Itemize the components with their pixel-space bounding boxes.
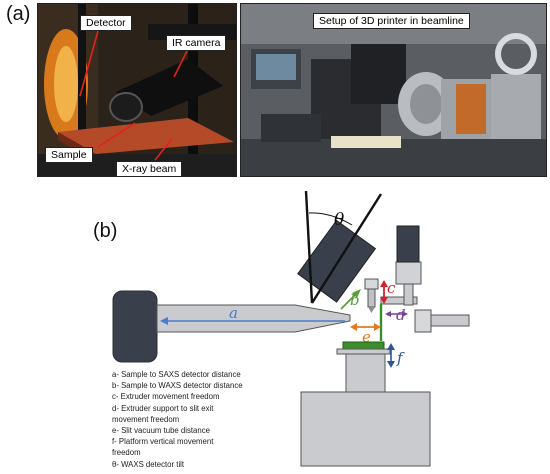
distance-b-arrowhead: [352, 289, 361, 298]
slit-vacuum-tube: [430, 314, 470, 327]
waxs-tilt-line: [310, 193, 383, 304]
distance-c-arrowhead-down: [380, 297, 388, 304]
distance-a-arrowhead: [160, 317, 168, 325]
panel-b-label: (b): [93, 220, 118, 242]
distance-c-arrowhead-up: [380, 280, 388, 287]
platform-plate: [336, 348, 391, 355]
callout-xray-beam: X-ray beam: [116, 161, 183, 176]
symbol-f: f: [396, 349, 405, 367]
distance-e-arrowhead-right: [374, 323, 381, 331]
beamline-caption: Setup of 3D printer in beamline: [313, 13, 470, 29]
legend: a- Sample to SAXS detector distance b- S…: [112, 369, 243, 470]
legend-item-f: f- Platform vertical movement: [112, 437, 214, 447]
platform-stage: [345, 353, 386, 393]
callout-sample: Sample: [45, 147, 93, 163]
symbol-d: d: [396, 306, 406, 324]
callout-detector: Detector: [80, 15, 132, 31]
flight-tube: [156, 304, 351, 333]
symbol-b: b: [350, 291, 360, 309]
symbol-theta: θ: [334, 210, 344, 230]
extruder-support-arm: [380, 296, 418, 305]
distance-f-arrowhead-down: [387, 361, 395, 368]
legend-item-d: d- Extruder support to slit exit: [112, 403, 214, 413]
distance-d-arrowhead-left: [385, 311, 391, 317]
symbol-a: a: [229, 304, 238, 322]
support-block: [395, 261, 422, 285]
theta-arc: [308, 212, 353, 226]
distance-e-arrowhead-left: [350, 323, 357, 331]
legend-item-e: e- Slit vacuum tube distance: [112, 426, 210, 436]
print-bed: [342, 341, 385, 350]
top-camera: [396, 225, 420, 263]
distance-d-arrowhead-right: [402, 311, 408, 317]
extruder-support-column: [403, 282, 414, 306]
panel-a-label: (a): [6, 3, 31, 25]
detector-setup-photo: Detector IR camera Sample X-ray beam: [37, 3, 237, 177]
beamline-setup-photo-drawing: [241, 4, 546, 176]
legend-item-d-cont: movement freedom: [112, 414, 180, 424]
legend-item-theta: θ- WAXS detector tilt: [112, 459, 185, 469]
legend-item-f-cont: freedom: [112, 448, 141, 458]
waxs-vertical-reference-line: [304, 190, 314, 304]
legend-item-b: b- Sample to WAXS detector distance: [112, 381, 243, 391]
distance-f-arrowhead-up: [387, 343, 395, 350]
saxs-detector: [112, 290, 158, 363]
legend-item-c: c- Extruder movement freedom: [112, 392, 220, 402]
symbol-e: e: [362, 328, 371, 346]
beamline-setup-photo: Setup of 3D printer in beamline: [240, 3, 547, 177]
base-block: [300, 391, 431, 467]
callout-ir-camera: IR camera: [166, 35, 227, 51]
legend-item-a: a- Sample to SAXS detector distance: [112, 370, 241, 379]
symbol-c: c: [387, 279, 396, 297]
extruder: [364, 278, 379, 313]
slit-block: [414, 309, 432, 333]
